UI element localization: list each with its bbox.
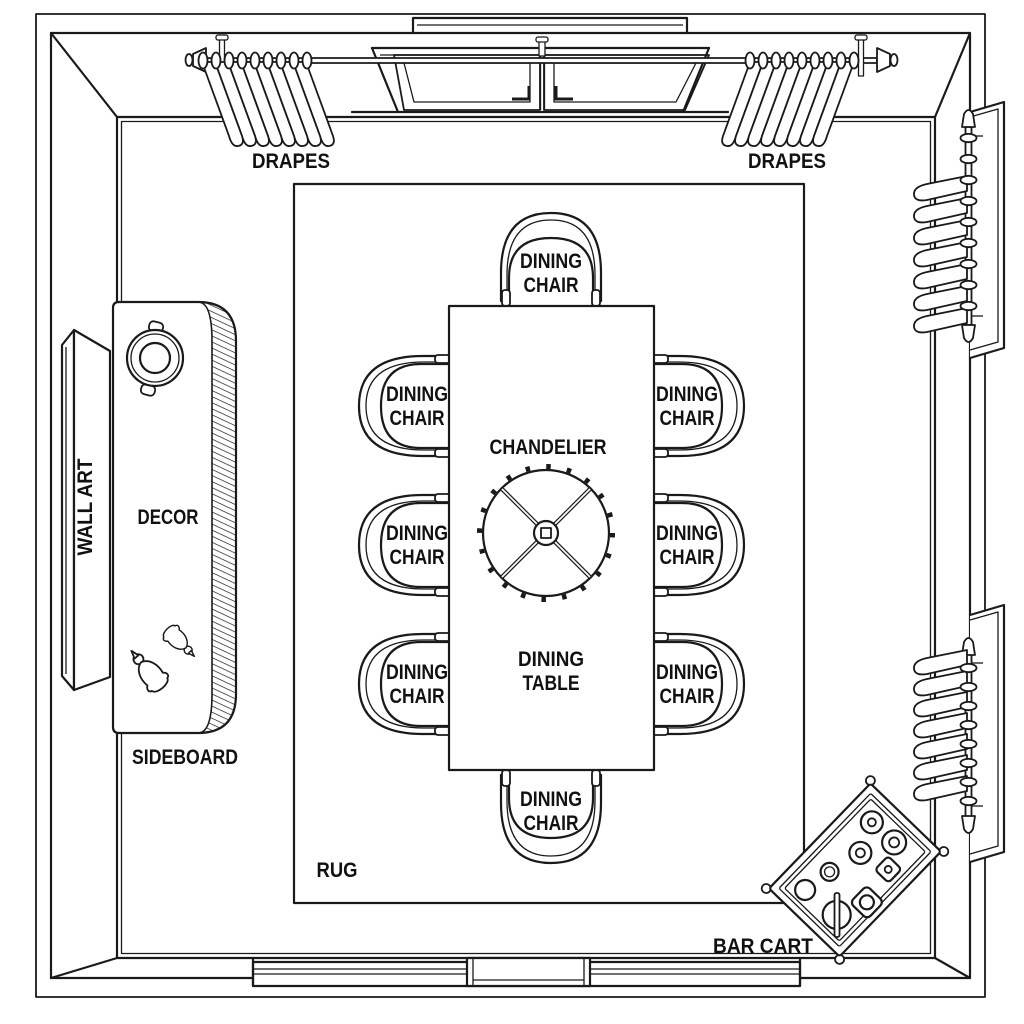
chandelier-arms: [500, 487, 592, 579]
label-chair-right2-1: DINING: [656, 522, 718, 545]
drapes-right-top: [913, 109, 983, 343]
label-sideboard: SIDEBOARD: [132, 746, 238, 769]
dining-chair-right-2: [651, 493, 746, 597]
outer-border: [35, 13, 986, 998]
decor-bowl: [125, 320, 185, 397]
window-handle-right: [554, 86, 573, 101]
wall-art: [60, 328, 112, 692]
label-chair-right3-1: DINING: [656, 661, 718, 684]
rod-bracket-right: [857, 37, 865, 77]
dining-chair-left-1: [357, 354, 452, 458]
label-chair-left2-2: CHAIR: [390, 546, 445, 569]
label-chair-top-1: DINING: [520, 250, 582, 273]
bar-cart-muddler: [833, 892, 841, 938]
label-decor: DECOR: [138, 506, 199, 529]
rod-finial-right: [876, 47, 891, 73]
drapes-top-right: [721, 51, 860, 147]
decor-figurine-large: [130, 649, 170, 693]
curtain-rings-right-wall-top: [959, 132, 978, 312]
label-chair-left1-2: CHAIR: [390, 407, 445, 430]
chandelier: [477, 464, 615, 602]
label-chair-left3-1: DINING: [386, 661, 448, 684]
label-dining-table-2: TABLE: [523, 672, 580, 695]
label-chair-left1-1: DINING: [386, 383, 448, 406]
window-bay-right-bottom: [968, 603, 1006, 864]
dining-chair-left-2: [357, 493, 452, 597]
label-rug: RUG: [317, 859, 358, 882]
sideboard: [111, 300, 238, 735]
window-bay-right-top: [968, 100, 1006, 360]
curtain-rings-right-wall-bottom: [959, 662, 978, 807]
label-chair-right1-1: DINING: [656, 383, 718, 406]
label-chair-bottom-1: DINING: [520, 788, 582, 811]
wall-corner-slants: [49, 31, 972, 980]
bar-cart: [760, 775, 950, 965]
dining-chair-right-3: [651, 632, 746, 736]
bottom-windows: [251, 956, 802, 988]
label-chair-right2-2: CHAIR: [660, 546, 715, 569]
dining-chair-right-1: [651, 354, 746, 458]
dining-chair-top: [499, 211, 603, 307]
bottom-door-threshold: [465, 956, 592, 988]
curtain-rings-right: [744, 51, 860, 70]
rug: [292, 182, 806, 905]
label-drapes-left: DRAPES: [252, 150, 330, 173]
label-drapes-right: DRAPES: [748, 150, 826, 173]
drapes-right-bottom: [913, 637, 983, 834]
label-wall-art: WALL ART: [74, 458, 97, 555]
dining-chair-left-3: [357, 632, 452, 736]
window-handle-left: [512, 86, 531, 101]
label-bar-cart: BAR CART: [713, 935, 813, 958]
label-chair-left3-2: CHAIR: [390, 685, 445, 708]
sideboard-tambour-edge: [197, 301, 237, 734]
label-chair-bottom-2: CHAIR: [524, 812, 579, 835]
top-bay-bump: [411, 16, 689, 35]
label-chair-left2-1: DINING: [386, 522, 448, 545]
drapes-top-left: [197, 51, 335, 147]
bar-cart-glass: [859, 810, 884, 835]
label-chair-right1-2: CHAIR: [660, 407, 715, 430]
bar-cart-tray-small: [875, 856, 902, 883]
bar-cart-tray-large: [850, 886, 883, 919]
label-chandelier: CHANDELIER: [490, 436, 607, 459]
dining-chair-bottom: [499, 769, 603, 865]
label-chair-right3-2: CHAIR: [660, 685, 715, 708]
decor-figurine-small: [162, 624, 196, 658]
label-dining-table-1: DINING: [518, 648, 584, 671]
curtain-rings-left: [197, 51, 313, 70]
label-chair-top-2: CHAIR: [524, 274, 579, 297]
